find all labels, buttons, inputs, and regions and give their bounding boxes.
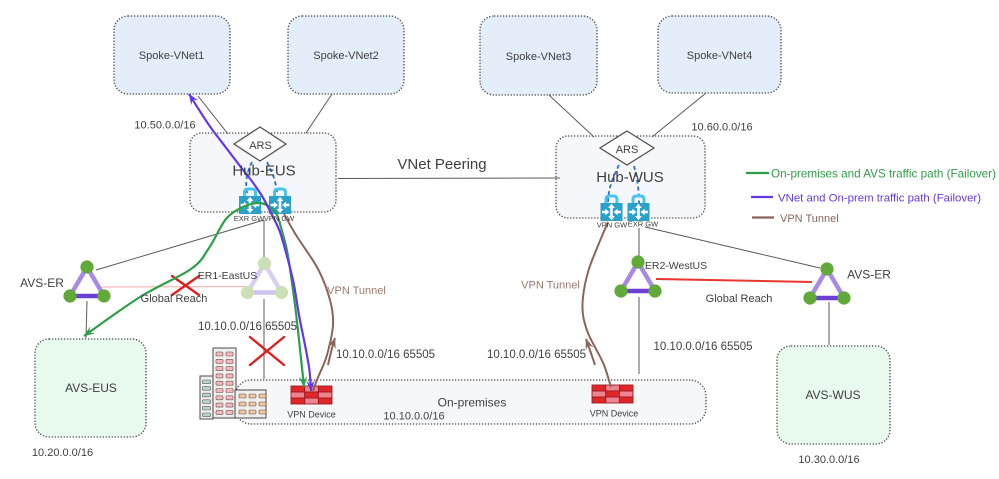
svg-text:10.20.0.0/16: 10.20.0.0/16 bbox=[32, 447, 93, 459]
svg-text:Global Reach: Global Reach bbox=[141, 293, 208, 305]
svg-text:10.50.0.0/16: 10.50.0.0/16 bbox=[134, 120, 195, 132]
svg-text:Spoke-VNet2: Spoke-VNet2 bbox=[313, 50, 378, 62]
svg-text:VPN Device: VPN Device bbox=[287, 410, 336, 420]
svg-text:10.10.0.0/16 65505: 10.10.0.0/16 65505 bbox=[487, 349, 586, 361]
svg-text:ARS: ARS bbox=[616, 144, 639, 156]
svg-text:10.10.0.0/16 65505: 10.10.0.0/16 65505 bbox=[198, 321, 297, 333]
svg-text:On-premises: On-premises bbox=[438, 396, 507, 410]
svg-text:On-premises and AVS traffic pa: On-premises and AVS traffic path (Failov… bbox=[771, 168, 996, 181]
svg-text:ER1-EastUS: ER1-EastUS bbox=[198, 270, 258, 282]
svg-text:Spoke-VNet1: Spoke-VNet1 bbox=[139, 50, 204, 62]
svg-text:AVS-EUS: AVS-EUS bbox=[65, 381, 117, 395]
svg-text:AVS-ER: AVS-ER bbox=[847, 268, 891, 282]
svg-text:VPN Device: VPN Device bbox=[590, 409, 639, 419]
svg-text:10.10.0.0/16: 10.10.0.0/16 bbox=[383, 411, 444, 423]
svg-text:10.10.0.0/16 65505: 10.10.0.0/16 65505 bbox=[653, 341, 752, 353]
svg-text:VPN Tunnel: VPN Tunnel bbox=[327, 285, 386, 297]
svg-text:10.30.0.0/16: 10.30.0.0/16 bbox=[798, 454, 859, 466]
svg-text:Hub-EUS: Hub-EUS bbox=[232, 163, 295, 180]
svg-text:ARS: ARS bbox=[249, 140, 272, 152]
svg-text:EXR GW: EXR GW bbox=[628, 220, 659, 229]
svg-text:Spoke-VNet3: Spoke-VNet3 bbox=[506, 51, 571, 63]
svg-text:VNet and On-prem traffic path: VNet and On-prem traffic path (Failover) bbox=[778, 193, 981, 205]
svg-text:Hub-WUS: Hub-WUS bbox=[596, 169, 664, 186]
svg-text:AVS-ER: AVS-ER bbox=[20, 276, 64, 290]
svg-text:Spoke-VNet4: Spoke-VNet4 bbox=[687, 50, 752, 62]
svg-text:10.10.0.0/16 65505: 10.10.0.0/16 65505 bbox=[336, 349, 435, 361]
svg-text:ER2-WestUS: ER2-WestUS bbox=[645, 260, 707, 272]
svg-text:VPN Tunnel: VPN Tunnel bbox=[780, 213, 839, 225]
svg-text:10.60.0.0/16: 10.60.0.0/16 bbox=[691, 122, 752, 134]
svg-text:EXR GW: EXR GW bbox=[234, 214, 265, 223]
svg-text:VPN GW: VPN GW bbox=[597, 221, 628, 230]
svg-text:VNet Peering: VNet Peering bbox=[397, 156, 486, 173]
svg-text:VPN GW: VPN GW bbox=[264, 214, 295, 223]
svg-text:AVS-WUS: AVS-WUS bbox=[805, 388, 860, 402]
svg-text:Global Reach: Global Reach bbox=[706, 293, 773, 305]
svg-text:VPN Tunnel: VPN Tunnel bbox=[521, 280, 580, 292]
